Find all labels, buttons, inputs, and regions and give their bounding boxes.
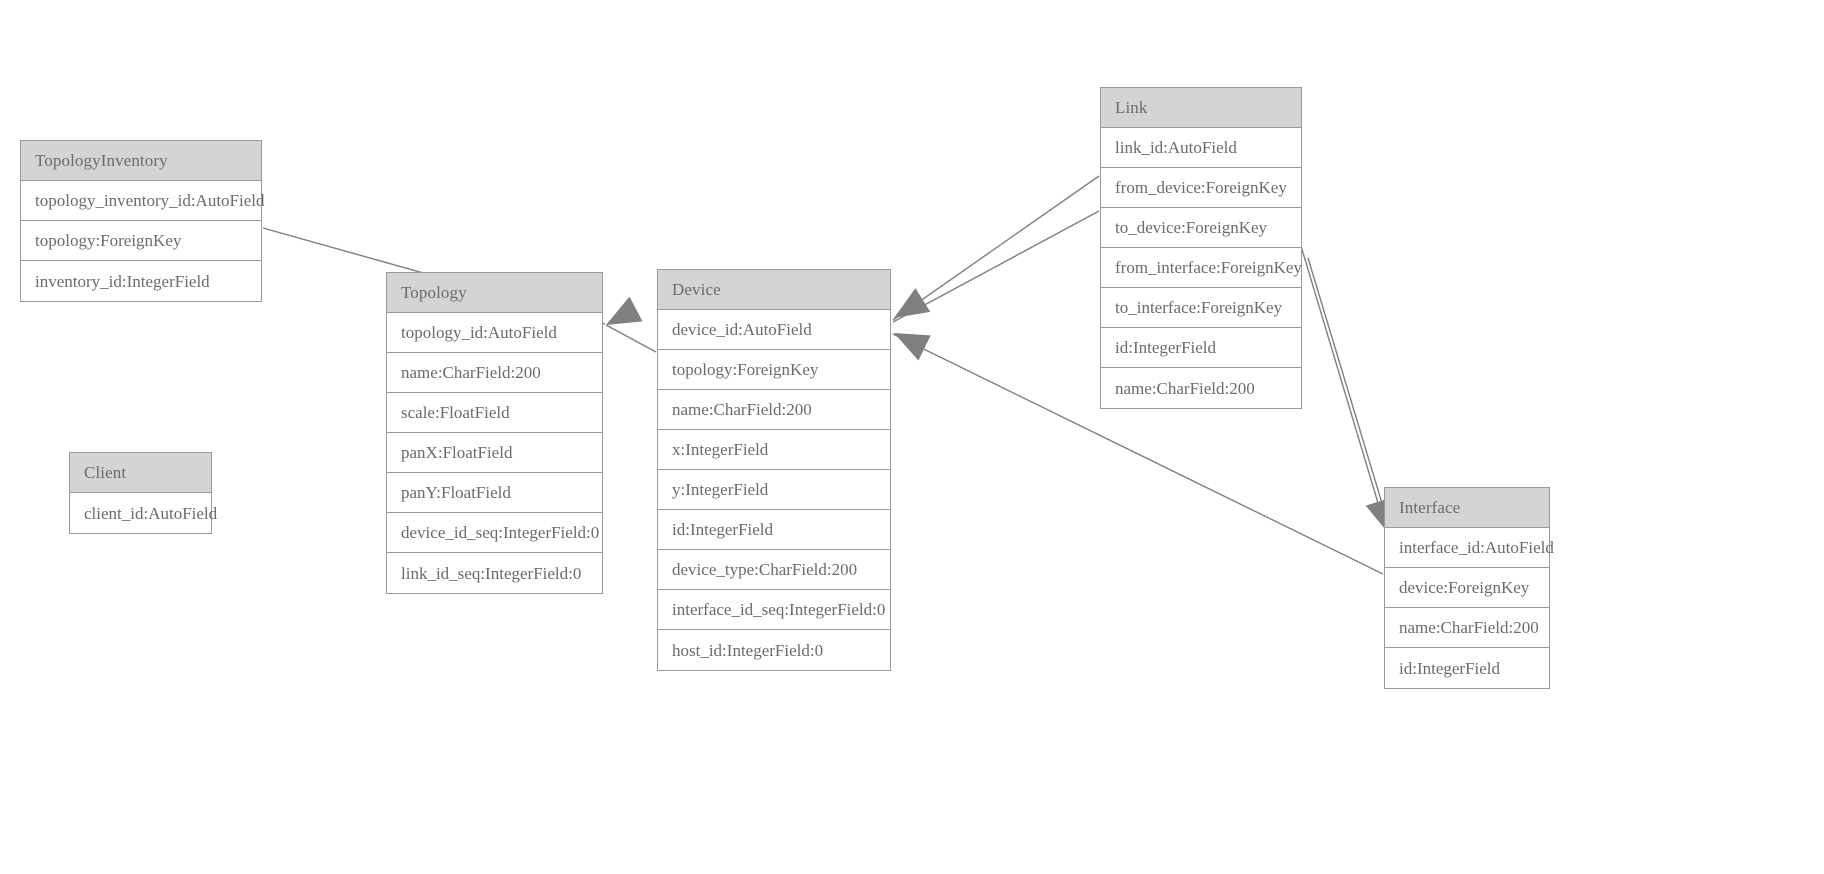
entity-field-row: device:ForeignKey: [1385, 568, 1549, 608]
arrow-into-device-from-link: [894, 288, 931, 318]
relation-link-to-device: [892, 210, 1100, 323]
entity-field-row: to_device:ForeignKey: [1101, 208, 1301, 248]
entity-field-row: from_interface:ForeignKey: [1101, 248, 1302, 288]
entity-field-row: topology_inventory_id:AutoField: [21, 181, 265, 221]
entity-field-row: device_id_seq:IntegerField:0: [387, 513, 602, 553]
entity-field-row: name:CharField:200: [1115, 378, 1255, 398]
relation-link-from-device: [892, 175, 1100, 321]
entity-field-row: topology:ForeignKey: [21, 221, 261, 261]
entity-field-row: client_id:AutoField: [84, 503, 218, 523]
entity-client[interactable]: Client client_id:AutoField: [69, 452, 218, 534]
entity-title-topology: Topology: [387, 273, 602, 313]
entity-field-row: name:CharField:200: [1385, 608, 1549, 648]
entity-title-device: Device: [658, 270, 890, 310]
entity-field-row: x:IntegerField: [658, 430, 890, 470]
entity-field-row: inventory_id:IntegerField: [35, 271, 210, 291]
entity-field-row: panX:FloatField: [387, 433, 602, 473]
entity-field-row: topology:ForeignKey: [658, 350, 890, 390]
entity-field-row: id:IntegerField: [658, 510, 890, 550]
relation-device-topology: [605, 324, 657, 353]
entity-field-row: id:IntegerField: [1399, 658, 1501, 678]
entity-field-row: topology_id:AutoField: [387, 313, 602, 353]
entity-field-row: interface_id:AutoField: [1385, 528, 1554, 568]
arrow-into-device-from-interface: [894, 333, 931, 361]
entity-field-row: y:IntegerField: [658, 470, 890, 510]
entity-field-row: link_id:AutoField: [1101, 128, 1301, 168]
entity-field-row: host_id:IntegerField:0: [672, 640, 824, 660]
entity-field-row: interface_id_seq:IntegerField:0: [658, 590, 890, 630]
entity-field-row: link_id_seq:IntegerField:0: [401, 563, 582, 583]
entity-field-row: name:CharField:200: [658, 390, 890, 430]
relation-link-from-interface: [1300, 245, 1388, 534]
entity-title-link: Link: [1101, 88, 1301, 128]
relation-link-to-interface: [1307, 257, 1392, 534]
entity-field-row: device_id:AutoField: [658, 310, 890, 350]
entity-title-topology_inventory: TopologyInventory: [21, 141, 261, 181]
arrow-into-topology: [606, 296, 643, 325]
entity-field-row: id:IntegerField: [1101, 328, 1301, 368]
entity-field-row: name:CharField:200: [387, 353, 602, 393]
entity-field-row: device_type:CharField:200: [658, 550, 890, 590]
entity-field-row: scale:FloatField: [387, 393, 602, 433]
entity-title-client: Client: [70, 453, 211, 493]
entity-field-row: to_interface:ForeignKey: [1101, 288, 1301, 328]
entity-field-row: panY:FloatField: [387, 473, 602, 513]
entity-title-interface: Interface: [1385, 488, 1549, 528]
entity-field-row: from_device:ForeignKey: [1101, 168, 1301, 208]
